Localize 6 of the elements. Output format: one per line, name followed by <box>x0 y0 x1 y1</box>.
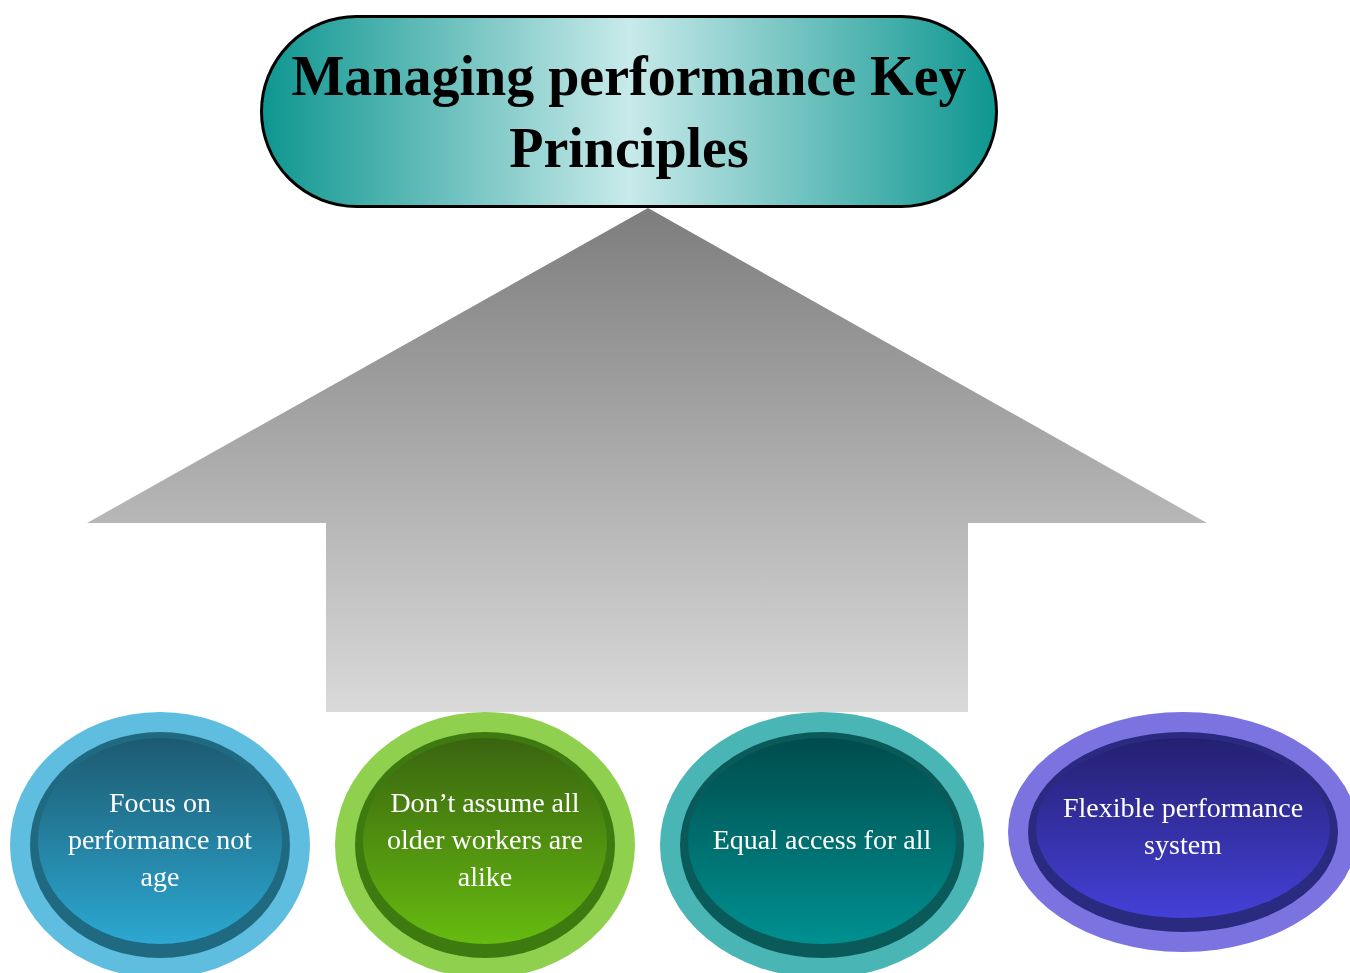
principle-text: Don’t assume all older workers are alike <box>386 785 584 894</box>
principle-text: Flexible performance system <box>1061 791 1305 862</box>
principle-text: Focus on performance not age <box>66 785 254 894</box>
principle-text: Equal access for all <box>711 822 933 857</box>
block-arrow <box>87 208 1207 712</box>
title-text: Managing performance Key Principles <box>290 43 968 181</box>
